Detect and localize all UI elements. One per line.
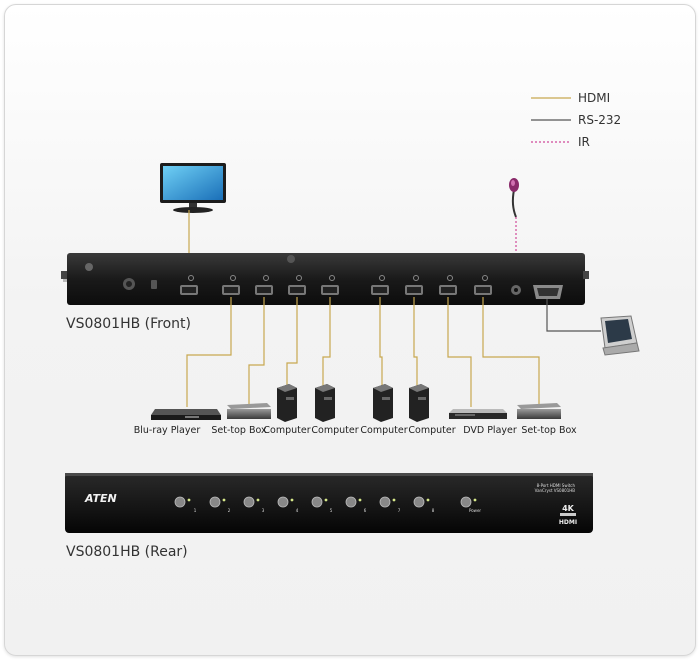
hdmi-port-group — [180, 275, 492, 295]
badge-hdmi: HDMI — [559, 519, 577, 526]
label-computer-1: Computer — [263, 425, 310, 436]
switch-front-panel — [61, 253, 589, 305]
device-dvd — [449, 409, 507, 419]
hdmi-cables-input — [186, 297, 540, 407]
legend-ir-label: IR — [578, 135, 590, 149]
port-number-5: 5 — [330, 508, 333, 513]
label-computer-3: Computer — [360, 425, 407, 436]
label-settop-2: Set-top Box — [521, 425, 577, 436]
device-settop-1 — [227, 403, 271, 419]
port-number-1: 1 — [194, 508, 197, 513]
aten-logo: ATEN — [84, 492, 117, 505]
port-number-7: 7 — [398, 508, 401, 513]
legend-hdmi-label: HDMI — [578, 91, 610, 105]
ir-receiver-icon — [509, 178, 519, 218]
rear-caption: VS0801HB (Rear) — [66, 544, 188, 560]
label-computer-4: Computer — [408, 425, 455, 436]
badge-4k: 4K — [562, 504, 575, 513]
port-number-labels: 1 2 3 4 5 6 7 8 Power — [194, 508, 482, 513]
label-computer-2: Computer — [311, 425, 358, 436]
port-number-2: 2 — [228, 508, 231, 513]
model-line-1: 8-Port HDMI Switch — [537, 483, 576, 488]
device-computer-1 — [277, 384, 297, 422]
power-label: Power — [469, 508, 481, 513]
label-bluray: Blu-ray Player — [134, 425, 201, 436]
switch-rear-panel: ATEN 8-Port HDMI Switch VanCryst VS0801H… — [65, 473, 593, 533]
port-buttons — [174, 496, 477, 508]
device-settop-2 — [517, 403, 561, 419]
legend: HDMI RS-232 IR — [531, 91, 621, 149]
diagram-frame: HDMI RS-232 IR — [4, 4, 696, 656]
rs232-cable — [546, 299, 601, 332]
device-computer-3 — [373, 384, 393, 422]
connection-diagram: HDMI RS-232 IR — [61, 91, 640, 560]
device-computer-2 — [315, 384, 335, 422]
port-number-3: 3 — [262, 508, 265, 513]
rs232-port — [533, 285, 563, 299]
port-number-8: 8 — [432, 508, 435, 513]
port-number-4: 4 — [296, 508, 299, 513]
badge-4k-hdmi: 4K HDMI — [559, 504, 577, 526]
port-number-6: 6 — [364, 508, 367, 513]
legend-rs232-label: RS-232 — [578, 113, 621, 127]
device-bluray — [151, 409, 221, 420]
touch-panel-icon — [600, 315, 640, 356]
device-computer-4 — [409, 384, 429, 422]
device-labels: Blu-ray Player Set-top Box Computer Comp… — [134, 425, 577, 436]
label-settop-1: Set-top Box — [211, 425, 267, 436]
monitor-icon — [160, 163, 226, 213]
model-line-2: VanCryst VS0801HB — [535, 488, 576, 493]
front-caption: VS0801HB (Front) — [66, 316, 191, 332]
label-dvd: DVD Player — [463, 425, 517, 436]
